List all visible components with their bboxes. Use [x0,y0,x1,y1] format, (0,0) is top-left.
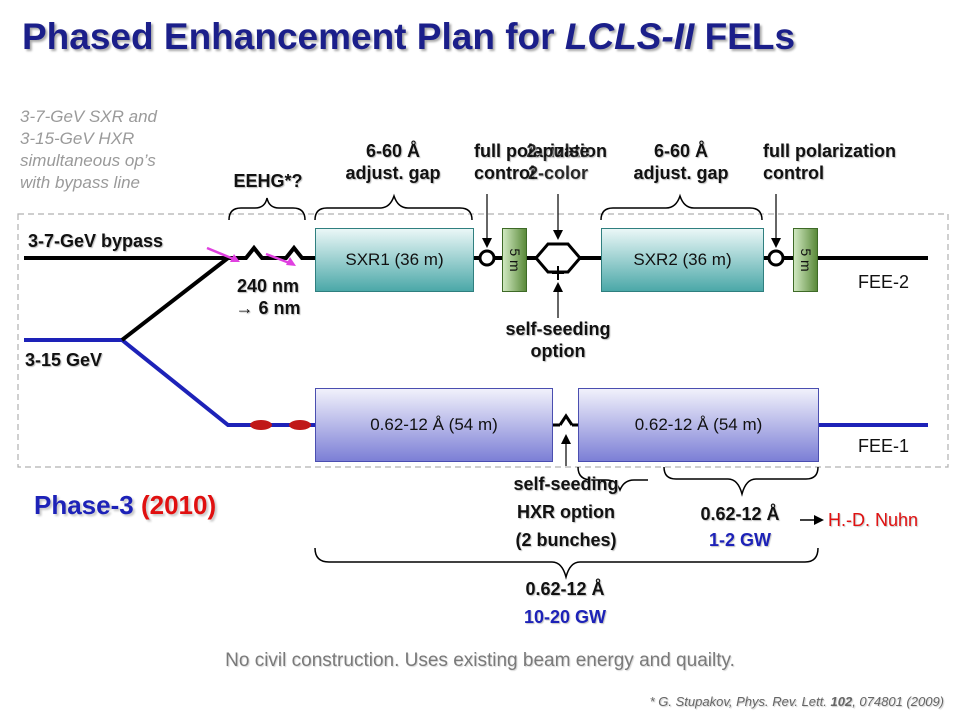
bypass-branch [120,256,230,342]
hxr-self-seeding-chicane [558,413,574,426]
laser-arrow-1 [206,246,237,262]
footer-note: No civil construction. Uses existing bea… [225,650,735,671]
hxr-output-short-range: 0.62-12 Å [700,504,780,524]
hxr2-bracket [663,466,819,497]
hxr-modulator-1 [250,420,272,430]
tunnel-outline [17,213,949,468]
hxr-modulator-2 [289,420,311,430]
gev-label: 3-15 GeV [25,350,103,370]
polarizer-2 [767,249,785,267]
phase-label: Phase-3 (2010) [34,490,217,520]
hxr-beamline-entry [24,338,250,427]
page-title: Phased Enhancement Plan for LCLS-II FELs [22,16,796,57]
five-m-section-2: 5 m [793,228,818,292]
five-m-section-1: 5 m [502,228,527,292]
wavelength-label: 240 nm→ 6 nm [235,276,301,318]
bypass-label: 3-7-GeV bypass [28,231,164,251]
hxr-total-bracket [314,547,819,580]
hxr-output-long-power: 10-20 GW [523,607,607,627]
hxr2-undulator: 0.62-12 Å (54 m) [578,388,819,462]
fee2-label: FEE-2 [858,272,910,292]
reference-citation: * G. Stupakov, Phys. Rev. Lett. 102, 074… [649,694,944,709]
hxr1-undulator: 0.62-12 Å (54 m) [315,388,553,462]
hxr-output-short-power: 1-2 GW [708,530,771,550]
polarizer-1 [478,249,496,267]
sxr1-bracket [314,193,473,221]
eehg-label: EEHG*? [233,171,303,191]
sxr2-undulator: SXR2 (36 m) [601,228,764,292]
sxr2-bracket [600,193,763,221]
simultaneous-ops-note: 3-7-GeV SXR and 3-15-GeV HXR simultaneou… [20,107,158,192]
sxr1-undulator: SXR1 (36 m) [315,228,474,292]
eehg-bracket [228,197,306,221]
author-label: H.-D. Nuhn [828,510,919,530]
fee1-label: FEE-1 [858,436,910,456]
hxr-output-long-range: 0.62-12 Å [525,579,605,599]
